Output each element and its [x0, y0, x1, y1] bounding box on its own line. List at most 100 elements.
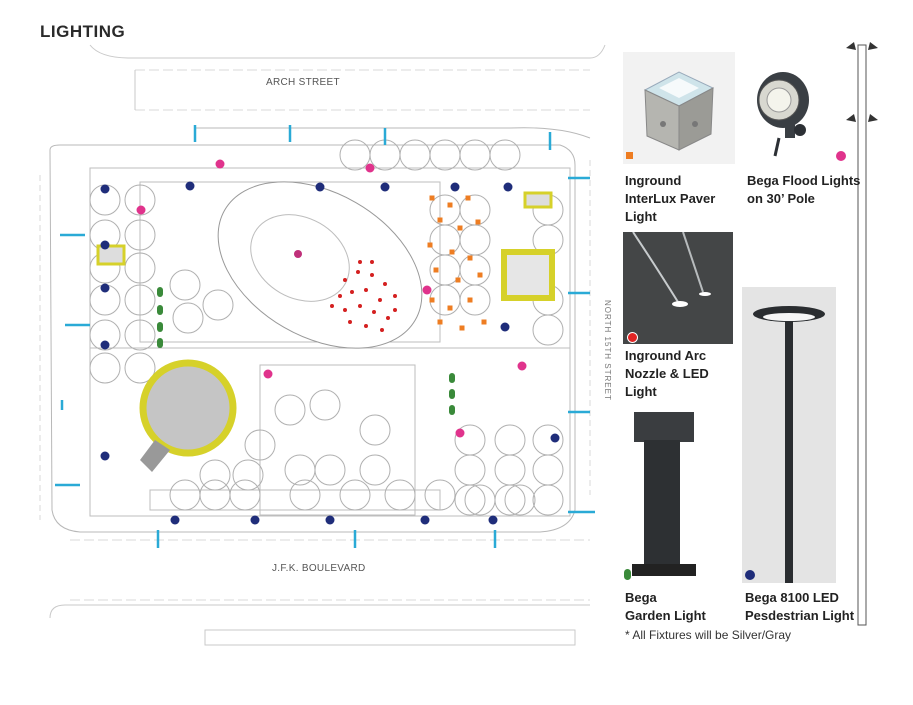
- tree-circle: [384, 479, 416, 511]
- fountain-pool: [139, 359, 237, 457]
- paver-light-marker: [477, 272, 483, 278]
- garden-light-marker: [157, 322, 163, 332]
- fixture-label-line: Bega Flood Lights: [747, 173, 861, 188]
- arc-nozzle-marker: [358, 304, 362, 308]
- tree-circle: [124, 284, 156, 316]
- fixture-label-line: on 30’ Pole: [747, 191, 815, 206]
- flood-light-marker: [215, 159, 225, 169]
- pedestrian-light-marker: [550, 433, 560, 443]
- tree-circle: [309, 389, 341, 421]
- pedestrian-light-marker: [185, 181, 195, 191]
- pedestrian-light-marker: [380, 182, 390, 192]
- pedestrian-light-marker: [500, 322, 510, 332]
- tree-circle: [532, 454, 564, 486]
- paver-light-marker: [626, 152, 633, 159]
- tree-circle: [429, 224, 461, 256]
- fixtures-note: * All Fixtures will be Silver/Gray: [625, 628, 792, 642]
- tree-circle: [274, 394, 306, 426]
- paver-light-marker: [447, 305, 453, 311]
- tree-circle: [244, 429, 276, 461]
- center-jet-marker: [294, 250, 302, 258]
- arc-nozzle-marker: [393, 308, 397, 312]
- garden-light-marker: [157, 305, 163, 315]
- paver-light-marker: [433, 267, 439, 273]
- flood-light-marker: [517, 361, 527, 371]
- tree-circle: [169, 479, 201, 511]
- tree-circle: [459, 194, 491, 226]
- pedestrian-light-photo: [742, 287, 836, 583]
- flood-light-marker: [455, 428, 465, 438]
- paver-light-marker: [457, 225, 463, 231]
- fixture-label-line: InterLux Paver: [625, 191, 716, 206]
- pedestrian-light-marker: [100, 283, 110, 293]
- flood-light-marker: [365, 163, 375, 173]
- pedestrian-light-marker: [170, 515, 180, 525]
- tree-circle: [284, 454, 316, 486]
- tree-circle: [489, 139, 521, 171]
- tree-circle: [124, 252, 156, 284]
- paver-light-photo: [623, 52, 735, 164]
- flood-light-marker: [263, 369, 273, 379]
- tree-circle: [229, 479, 261, 511]
- pedestrian-light-marker: [450, 182, 460, 192]
- tree-circle: [359, 454, 391, 486]
- arc-nozzle-marker: [370, 273, 374, 277]
- tree-circle: [494, 424, 526, 456]
- tree-circle: [124, 352, 156, 384]
- arc-nozzle-marker: [358, 260, 362, 264]
- fixture-label-line: Inground Arc: [625, 348, 707, 363]
- paver-light-marker: [467, 255, 473, 261]
- fixture-label-1: Bega Flood Lights on 30’ Pole: [747, 172, 860, 208]
- pedestrian-light-marker: [325, 515, 335, 525]
- arc-nozzle-marker: [356, 270, 360, 274]
- street-label-north: ARCH STREET: [266, 77, 340, 88]
- paver-light-marker: [475, 219, 481, 225]
- arc-nozzle-marker: [348, 320, 352, 324]
- garden-light-marker: [157, 338, 163, 348]
- tree-circle: [339, 479, 371, 511]
- tree-circle: [124, 219, 156, 251]
- tree-circle: [459, 224, 491, 256]
- paver-light-marker: [427, 242, 433, 248]
- garden-light-marker: [449, 373, 455, 383]
- tree-circle: [202, 289, 234, 321]
- paver-light-marker: [467, 297, 473, 303]
- arc-nozzle-marker: [380, 328, 384, 332]
- paver-light-marker: [481, 319, 487, 325]
- flood-light-marker: [422, 285, 432, 295]
- street-label-east: NORTH 15TH STREET: [603, 300, 612, 401]
- pedestrian-light-marker: [420, 515, 430, 525]
- paver-light-marker: [437, 217, 443, 223]
- yellow-bench-west: [96, 244, 126, 266]
- tree-circle: [424, 479, 456, 511]
- paver-light-marker: [429, 297, 435, 303]
- arc-nozzle-marker: [364, 324, 368, 328]
- pedestrian-light-marker: [488, 515, 498, 525]
- arc-nozzle-marker: [343, 308, 347, 312]
- fixture-label-line: Light: [625, 209, 657, 224]
- tree-circle: [314, 454, 346, 486]
- tree-circle: [124, 319, 156, 351]
- paver-light-marker: [437, 319, 443, 325]
- arc-nozzle-marker: [378, 298, 382, 302]
- tree-circle: [199, 459, 231, 491]
- arc-nozzle-marker: [350, 290, 354, 294]
- tree-circle: [232, 459, 264, 491]
- tree-circle: [504, 484, 536, 516]
- tree-circle: [532, 314, 564, 346]
- pedestrian-light-marker: [315, 182, 325, 192]
- pedestrian-light-marker: [503, 182, 513, 192]
- tree-circle: [459, 254, 491, 286]
- fixture-label-line: Pesdestrian Light: [745, 608, 855, 623]
- page-title: LIGHTING: [40, 22, 126, 41]
- fountain-ramp: [140, 440, 170, 472]
- tree-circle: [464, 484, 496, 516]
- garden-light-illustration: [632, 412, 696, 576]
- tree-circle: [494, 454, 526, 486]
- arc-nozzle-marker: [370, 260, 374, 264]
- fixture-label-line: Light: [625, 384, 657, 399]
